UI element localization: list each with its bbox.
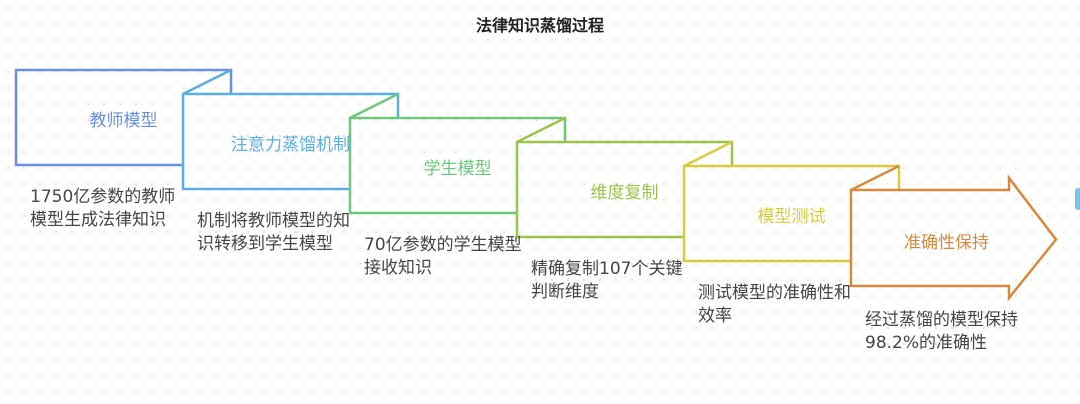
step-shape-2 — [181, 68, 400, 191]
side-handle[interactable] — [1075, 188, 1080, 210]
diagram-title: 法律知识蒸馏过程 — [475, 16, 604, 35]
step-label: 维度复制 — [590, 183, 659, 203]
step-description: 1750亿参数的教师模型生成法律知识 — [30, 187, 176, 230]
step-description: 机制将教师模型的知识转移到学生模型 — [197, 211, 350, 254]
step-label: 学生模型 — [423, 159, 492, 179]
step-description: 精确复制107个关键判断维度 — [531, 259, 683, 302]
step-shape-4 — [515, 116, 734, 239]
step-shape-1 — [14, 68, 233, 167]
step-shape-5 — [682, 140, 901, 263]
step-label: 准确性保持 — [904, 233, 989, 253]
step-description: 经过蒸馏的模型保持98.2%的准确性 — [865, 310, 1018, 353]
step-label: 模型测试 — [757, 207, 826, 227]
step-shape-6 — [849, 164, 1058, 302]
step-description: 70亿参数的学生模型接收知识 — [364, 235, 522, 278]
step-label: 教师模型 — [89, 111, 158, 131]
step-shape-3 — [348, 92, 567, 215]
step-description: 测试模型的准确性和效率 — [698, 283, 851, 326]
step-label: 注意力蒸馏机制 — [231, 135, 350, 155]
